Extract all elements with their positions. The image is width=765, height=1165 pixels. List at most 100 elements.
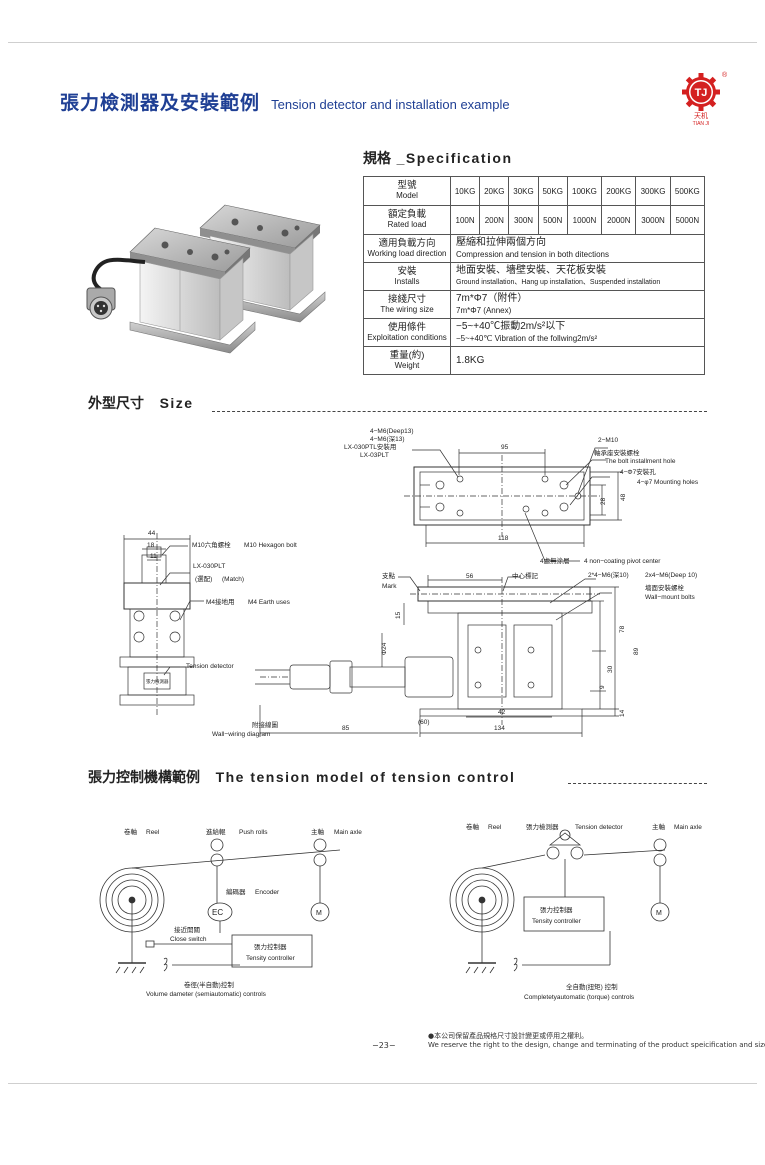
fv-dim-78: 78 [619, 625, 626, 633]
label-en: Rated load [387, 220, 427, 229]
l-cap-zh: 卷徑(半自動)控制 [184, 980, 234, 989]
model-cell: 10KG [449, 176, 481, 206]
spec-value: 1.8KG [450, 346, 705, 375]
side-view [119, 533, 204, 715]
model-cell: 200KG [601, 176, 637, 206]
page-header: 張力檢測器及安裝範例 Tension detector and installa… [60, 88, 510, 115]
spec-section-title: 規格 _Specification [363, 148, 513, 168]
fv-dim-134: 134 [494, 725, 505, 732]
model-cell: 50KG [537, 176, 568, 206]
fv-dim-24: Φ24 [381, 642, 388, 655]
spec-title-en: _Specification [396, 150, 513, 166]
label-zh: 重量(約) [389, 349, 425, 361]
tv-h7-zh: 4−Φ7安裝孔 [620, 467, 656, 476]
brand-logo: TJ ® 天机 TIAN JI [682, 71, 728, 127]
load-cell: 500N [537, 205, 568, 235]
value-en: Compression and tension in both ditectio… [456, 249, 609, 259]
label-zh: 適用負載方向 [378, 237, 436, 249]
size-title-en: Size [159, 395, 194, 411]
value-zh: −5~+40℃振動2m/s²以下 [456, 320, 566, 332]
spec-value: −5~+40℃振動2m/s²以下−5~+40℃ Vibration of the… [450, 318, 705, 347]
value-zh: 7m*Φ7（附件） [456, 292, 528, 304]
product-photo [86, 204, 326, 354]
label-zh: 型號 [397, 180, 417, 191]
left-diagram [99, 838, 341, 974]
model-cell: 300KG [635, 176, 671, 206]
fv-dim-89: 89 [633, 647, 640, 655]
tv-bolt-en: The bolt installment hole [605, 458, 676, 465]
tv-dim-28: 28 [600, 497, 607, 505]
l-cap-en: Volume dameter (semiautomatic) controls [146, 991, 267, 998]
load-cell: 5000N [669, 205, 706, 235]
l-reel-zh: 卷軸 [124, 827, 138, 836]
label-zh: 接綫尺寸 [387, 293, 426, 305]
fv-dim-56: 56 [466, 573, 474, 580]
top-border [8, 42, 757, 43]
size-drawing: 4−M6(Deep13) 4−M6(深13) LX-030PTL安裝用 LX-0… [119, 428, 699, 738]
l-ctrl-en: Tensity controller [246, 955, 296, 962]
label-en: The wiring size [380, 304, 434, 314]
label-en: Exploitation conditions [367, 332, 447, 342]
r-reel-en: Reel [488, 824, 502, 831]
l-main-zh: 主軸 [311, 827, 325, 836]
label-en: Weight [394, 360, 420, 370]
tv-label-4: LX-03PLT [360, 452, 389, 459]
l-ctrl-zh: 張力控制器 [254, 942, 287, 951]
size-title-zh: 外型尺寸 [88, 396, 144, 412]
bottom-border [8, 1083, 757, 1084]
tv-dim-118: 118 [498, 535, 509, 542]
fv-dim-30: 30 [607, 665, 614, 673]
model-cell: 30KG [508, 176, 539, 206]
label-zh: 使用條件 [387, 321, 426, 333]
sv-match-en: (Match) [222, 576, 244, 583]
logo-mark: TJ [695, 87, 708, 99]
fv-wire-zh: 附接線圖 [252, 720, 278, 729]
fv-mark-zh: 支點 [382, 571, 396, 580]
model-cell: 100KG [566, 176, 603, 206]
fv-center-zh: 中心標記 [512, 571, 539, 580]
fv-wall-en: Wall−mount bolts [645, 594, 696, 601]
fv-dim-14: 14 [619, 709, 626, 717]
fv-dim-9: 9 [599, 685, 606, 689]
fv-m6-zh: 2*4−M6(深10) [588, 570, 629, 579]
logo-reg: ® [722, 71, 728, 79]
spec-label: 重量(約)Weight [363, 346, 451, 375]
tv-m10: 2−M10 [598, 437, 618, 444]
load-cell: 300N [508, 205, 539, 235]
footer-note-en: We reserve the right to the design, chan… [428, 1041, 765, 1049]
header-title-en: Tension detector and installation exampl… [271, 97, 510, 112]
l-push-en: Push rolls [239, 829, 268, 836]
fv-mark-en: Mark [382, 583, 397, 590]
sv-m4-en: M4 Earth uses [248, 599, 291, 606]
value-zh: 1.8KG [456, 354, 485, 366]
load-cell: 200N [479, 205, 510, 235]
logo-zh: 天机 [694, 111, 708, 120]
sv-td-en: Tension detector [186, 663, 235, 670]
r-ctrl-en: Tensity controller [532, 918, 582, 925]
tv-h7-en: 4−φ7 Mounting holes [637, 479, 699, 486]
sv-m10-zh: M10六角螺栓 [192, 540, 231, 549]
fv-dim-42: 42 [498, 709, 506, 716]
sv-lx: LX-030PLT [193, 563, 225, 570]
tv-bolt-zh: 軸承座安裝螺栓 [594, 448, 640, 457]
spec-row: 重量(約)Weight 1.8KG [363, 346, 705, 375]
l-main-en: Main axle [334, 829, 362, 836]
tv-label-3: LX-030PTL安裝用 [344, 442, 396, 451]
size-divider [212, 411, 707, 412]
right-diagram [449, 829, 670, 974]
front-view [255, 575, 619, 737]
sv-td-zh: 張力檢測器 [146, 678, 169, 685]
tv-label-1: 4−M6(Deep13) [370, 428, 414, 435]
tv-label-2: 4−M6(深13) [370, 434, 405, 443]
footer-note-zh: ●本公司保留產品規格尺寸設計變更或停用之權利。 [428, 1032, 589, 1040]
l-reel-en: Reel [146, 829, 160, 836]
label-en: Model [396, 191, 418, 200]
